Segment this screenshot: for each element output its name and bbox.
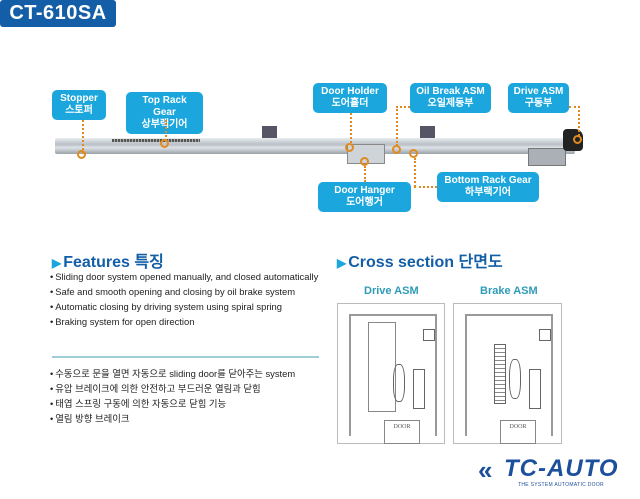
- tc-auto-logo: « TC-AUTO THE SYSTEM AUTOMATIC DOOR: [478, 455, 623, 491]
- features-heading-text: Features 특징: [63, 254, 164, 271]
- label-ko: 상부랙기어: [141, 119, 188, 130]
- features-list-ko: 수동으로 문을 열면 자동으로 sliding door를 닫아주는 syste…: [50, 366, 340, 426]
- top-rack-gear-teeth: [112, 139, 200, 142]
- list-item: 태엽 스프링 구동에 의한 자동으로 닫힘 기능: [50, 396, 340, 411]
- label-ko: 도어행거: [346, 197, 383, 208]
- door-box: DOOR: [384, 420, 420, 444]
- cross-section-heading: ▶Cross section 단면도: [337, 254, 503, 271]
- cross-section-heading-text: Cross section 단면도: [348, 254, 503, 271]
- logo-tagline: THE SYSTEM AUTOMATIC DOOR: [518, 482, 604, 488]
- features-list-en: Sliding door system opened manually, and…: [50, 269, 320, 329]
- label-ko: 구동부: [524, 98, 553, 109]
- hanger-bracket: [420, 126, 435, 138]
- model-title: CT-610SA: [0, 0, 116, 27]
- list-item: Automatic closing by driving system usin…: [50, 299, 320, 314]
- label-ko: 스토퍼: [65, 105, 93, 116]
- label-en: Door Holder: [321, 86, 379, 97]
- divider: [52, 356, 319, 358]
- label-en: Door Hanger: [334, 185, 395, 196]
- list-item: 수동으로 문을 열면 자동으로 sliding door를 닫아주는 syste…: [50, 366, 340, 381]
- label-en: Top Rack Gear: [142, 95, 187, 118]
- list-item: Braking system for open direction: [50, 314, 320, 329]
- features-heading: ▶Features 특징: [52, 254, 164, 271]
- label-ko: 오일제동부: [427, 98, 474, 109]
- label-en: Oil Break ASM: [416, 86, 485, 97]
- list-item: Sliding door system opened manually, and…: [50, 269, 320, 284]
- door-box: DOOR: [500, 420, 536, 444]
- drive-assembly: [528, 148, 566, 166]
- label-en: Drive ASM: [513, 86, 564, 97]
- label-en: Bottom Rack Gear: [444, 175, 532, 186]
- list-item: 유압 브레이크에 의한 안전하고 부드러운 열림과 닫힘: [50, 381, 340, 396]
- chevron-icon: «: [478, 455, 493, 485]
- brake-asm-drawing: DOOR: [453, 303, 562, 444]
- brake-asm-label: Brake ASM: [480, 285, 538, 297]
- hanger-bracket: [262, 126, 277, 138]
- drive-asm-label: Drive ASM: [364, 285, 419, 297]
- label-ko: 도어홀더: [331, 98, 369, 109]
- label-en: Stopper: [60, 93, 98, 104]
- label-ko: 하부랙기어: [465, 187, 511, 198]
- drive-asm-drawing: DOOR: [337, 303, 445, 444]
- list-item: 열림 방향 브레이크: [50, 411, 340, 426]
- list-item: Safe and smooth opening and closing by o…: [50, 284, 320, 299]
- rail-image: [55, 138, 575, 154]
- logo-name: TC-AUTO: [504, 455, 619, 482]
